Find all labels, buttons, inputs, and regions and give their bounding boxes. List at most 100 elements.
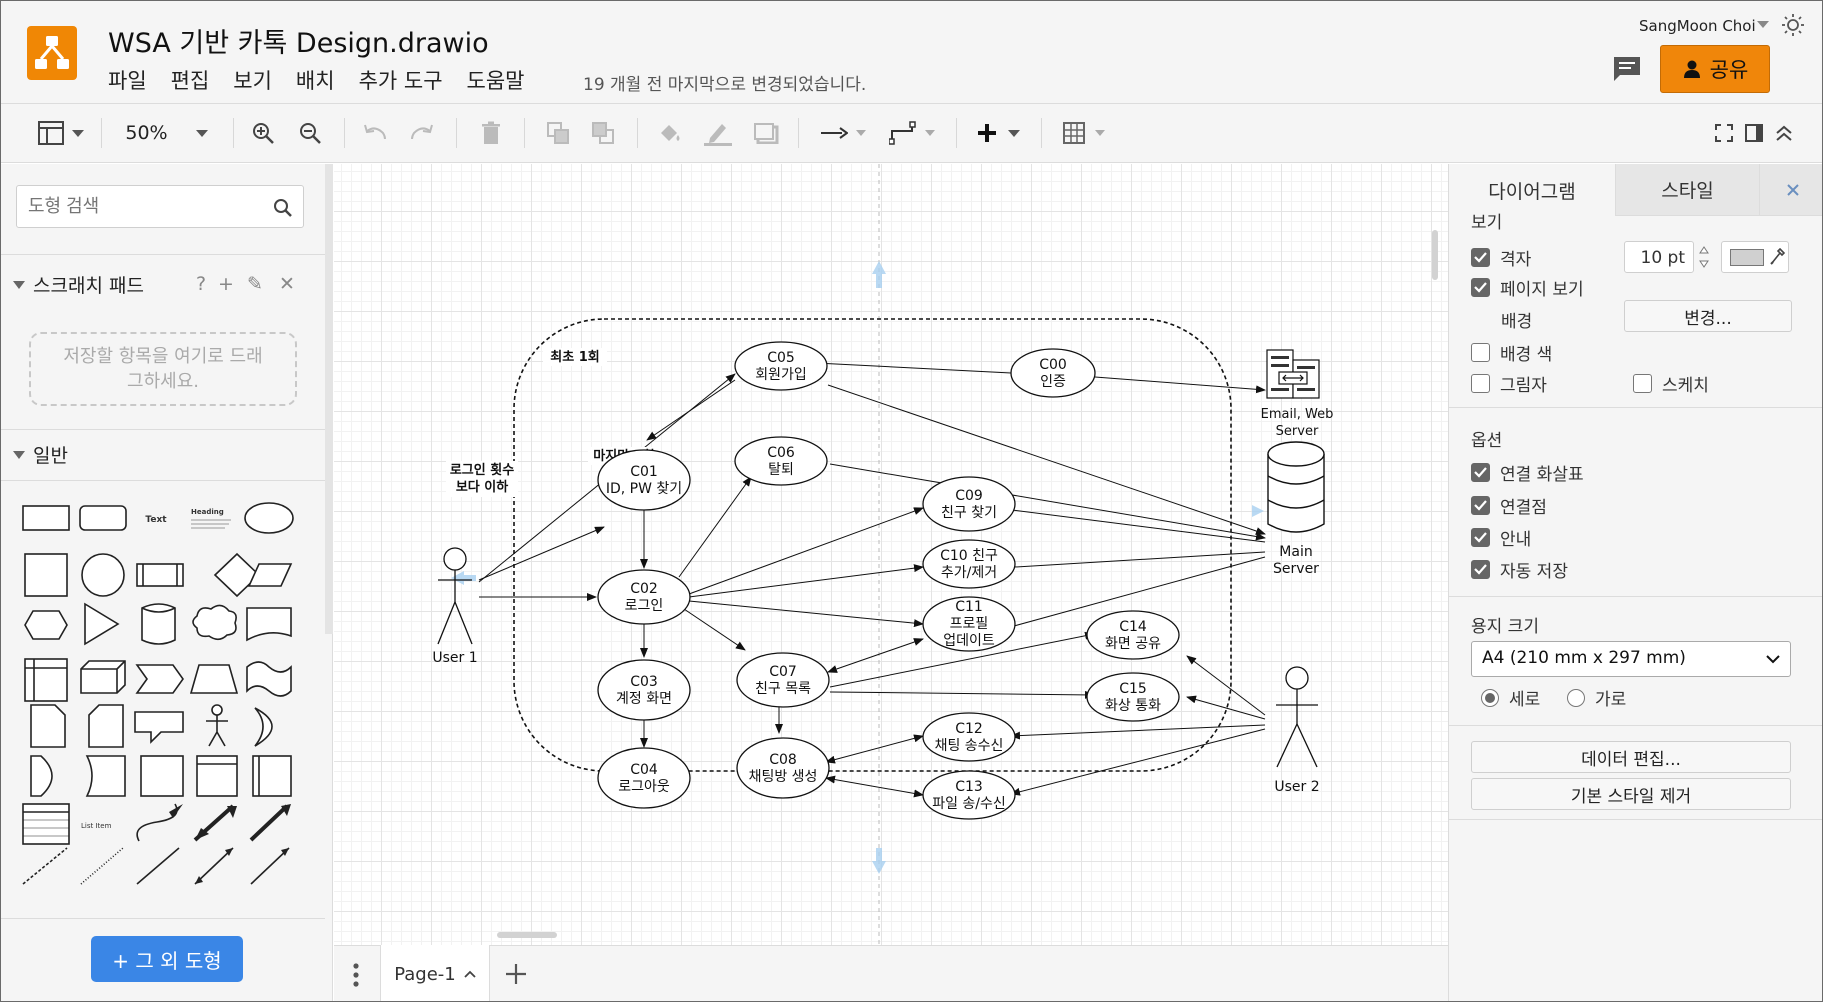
chevron-down-icon[interactable] bbox=[1757, 21, 1769, 28]
usecase-c06[interactable] bbox=[734, 436, 828, 486]
trapezoid-shape[interactable] bbox=[189, 664, 239, 694]
page-tab[interactable]: Page-1 bbox=[380, 945, 490, 1001]
line-shape[interactable] bbox=[136, 847, 180, 885]
usecase-c04[interactable] bbox=[597, 747, 691, 809]
more-shapes-button[interactable]: + 그 외 도형 bbox=[91, 936, 243, 982]
general-header[interactable]: 일반 bbox=[13, 441, 68, 468]
document-shape[interactable] bbox=[246, 607, 292, 642]
swimlane-shape[interactable] bbox=[196, 755, 238, 797]
undo-button[interactable] bbox=[358, 116, 392, 150]
document-title[interactable]: WSA 기반 카톡 Design.drawio bbox=[108, 28, 489, 59]
to-front-button[interactable] bbox=[541, 116, 575, 150]
dotted-line-shape[interactable] bbox=[80, 847, 124, 885]
menu-edit[interactable]: 편집 bbox=[170, 69, 210, 93]
checkbox[interactable] bbox=[1471, 278, 1490, 297]
sidebar-scrollbar[interactable] bbox=[325, 164, 333, 634]
menu-file[interactable]: 파일 bbox=[108, 69, 147, 93]
redo-button[interactable] bbox=[405, 116, 439, 150]
edit-data-button[interactable]: 데이터 편집... bbox=[1471, 741, 1791, 773]
zoom-in-button[interactable] bbox=[246, 116, 280, 150]
grid-color-button[interactable] bbox=[1721, 241, 1789, 273]
circle-shape[interactable] bbox=[81, 553, 125, 597]
menu-extras[interactable]: 추가 도구 bbox=[358, 69, 443, 93]
change-background-button[interactable]: 변경... bbox=[1624, 300, 1792, 332]
edit-icon[interactable]: ✎ bbox=[247, 273, 263, 295]
note-shape[interactable] bbox=[30, 704, 66, 748]
canvas-vertical-scrollbar[interactable] bbox=[1432, 230, 1438, 280]
usecase-c14[interactable] bbox=[1086, 610, 1180, 660]
directional-connector-shape[interactable] bbox=[250, 847, 290, 885]
list-item-shape[interactable]: List Item bbox=[81, 822, 112, 830]
share-button[interactable]: 공유 bbox=[1660, 45, 1770, 93]
data-storage-shape[interactable] bbox=[85, 755, 126, 797]
bidirectional-connector-shape[interactable] bbox=[194, 847, 234, 885]
checkbox[interactable] bbox=[1633, 374, 1652, 393]
ellipse-shape[interactable] bbox=[244, 502, 294, 534]
sketch-checkbox[interactable]: 스케치 bbox=[1633, 371, 1709, 396]
list-shape[interactable] bbox=[22, 803, 70, 845]
actor-shape[interactable] bbox=[206, 715, 228, 747]
diagram-canvas[interactable]: 최초 1회 마지막 1회 로그인 횟수 보다 이하 bbox=[334, 164, 1448, 945]
square-shape[interactable] bbox=[24, 553, 68, 597]
container-shape[interactable] bbox=[140, 755, 184, 797]
menu-view[interactable]: 보기 bbox=[233, 69, 272, 93]
delay-shape[interactable] bbox=[30, 755, 53, 797]
usecase-c02[interactable] bbox=[597, 569, 691, 625]
checkbox[interactable] bbox=[1471, 343, 1490, 362]
edge-label-first[interactable]: 최초 1회 bbox=[550, 349, 599, 365]
checkbox[interactable] bbox=[1471, 496, 1490, 515]
usecase-c12[interactable] bbox=[922, 712, 1016, 762]
waypoints-button[interactable] bbox=[885, 116, 939, 150]
actor-user1[interactable] bbox=[437, 547, 473, 645]
checkbox[interactable] bbox=[1471, 374, 1490, 393]
tab-diagram[interactable]: 다이어그램 bbox=[1449, 164, 1615, 216]
cloud-shape[interactable] bbox=[192, 604, 237, 641]
internal-storage-shape[interactable] bbox=[24, 658, 68, 702]
scratchpad-dropzone[interactable]: 저장할 항목을 여기로 드래 그하세요. bbox=[29, 332, 297, 406]
shape-search-input[interactable] bbox=[16, 185, 304, 228]
cube-shape[interactable] bbox=[80, 660, 126, 694]
usecase-c07[interactable] bbox=[736, 652, 830, 708]
connection-button[interactable] bbox=[816, 116, 870, 150]
triangle-shape[interactable] bbox=[84, 602, 120, 646]
insert-button[interactable] bbox=[971, 116, 1025, 150]
collapse-button[interactable] bbox=[1771, 116, 1797, 150]
hexagon-shape[interactable] bbox=[24, 610, 68, 640]
background-color-checkbox[interactable]: 배경 색 bbox=[1471, 340, 1552, 365]
dashed-line-shape[interactable] bbox=[22, 847, 68, 885]
format-panel-button[interactable] bbox=[33, 116, 89, 150]
radio[interactable] bbox=[1481, 688, 1499, 707]
usecase-c10[interactable] bbox=[922, 539, 1016, 589]
shadow-checkbox[interactable]: 그림자 bbox=[1471, 371, 1547, 396]
add-page-icon[interactable] bbox=[504, 962, 528, 990]
text-shape[interactable]: Text bbox=[145, 515, 167, 525]
comment-icon[interactable] bbox=[1611, 54, 1643, 88]
page-view-checkbox[interactable]: 페이지 보기 bbox=[1471, 275, 1584, 300]
usecase-c15[interactable] bbox=[1086, 672, 1180, 722]
checkbox[interactable] bbox=[1471, 528, 1490, 547]
edge-label-login-count-line1[interactable]: 로그인 횟수 bbox=[450, 462, 514, 478]
menu-arrange[interactable]: 배치 bbox=[295, 69, 335, 93]
connection-arrows-checkbox[interactable]: 연결 화살표 bbox=[1471, 460, 1584, 485]
connection-points-checkbox[interactable]: 연결점 bbox=[1471, 493, 1547, 518]
grid-checkbox[interactable]: 격자 bbox=[1471, 245, 1531, 270]
heading-shape[interactable]: Heading bbox=[191, 508, 224, 516]
menu-help[interactable]: 도움말 bbox=[466, 69, 525, 93]
edge-label-login-count-line2[interactable]: 보다 이하 bbox=[456, 479, 508, 495]
arrow-shape[interactable] bbox=[249, 804, 289, 842]
checkbox[interactable] bbox=[1471, 248, 1490, 267]
chevron-up-icon[interactable] bbox=[464, 970, 476, 978]
diamond-shape[interactable] bbox=[213, 552, 261, 598]
main-server-database-icon[interactable] bbox=[1267, 441, 1325, 533]
close-panel-button[interactable] bbox=[1759, 164, 1822, 216]
checkbox[interactable] bbox=[1471, 560, 1490, 579]
system-boundary[interactable] bbox=[513, 318, 1232, 772]
to-back-button[interactable] bbox=[586, 116, 620, 150]
pages-menu-icon[interactable] bbox=[352, 962, 360, 992]
help-icon[interactable]: ? bbox=[196, 273, 207, 295]
tape-shape[interactable] bbox=[246, 661, 292, 697]
usecase-c00[interactable] bbox=[1010, 348, 1096, 398]
fill-color-button[interactable] bbox=[653, 116, 687, 150]
portrait-radio[interactable]: 세로 bbox=[1481, 685, 1540, 710]
usecase-c13[interactable] bbox=[922, 770, 1016, 820]
